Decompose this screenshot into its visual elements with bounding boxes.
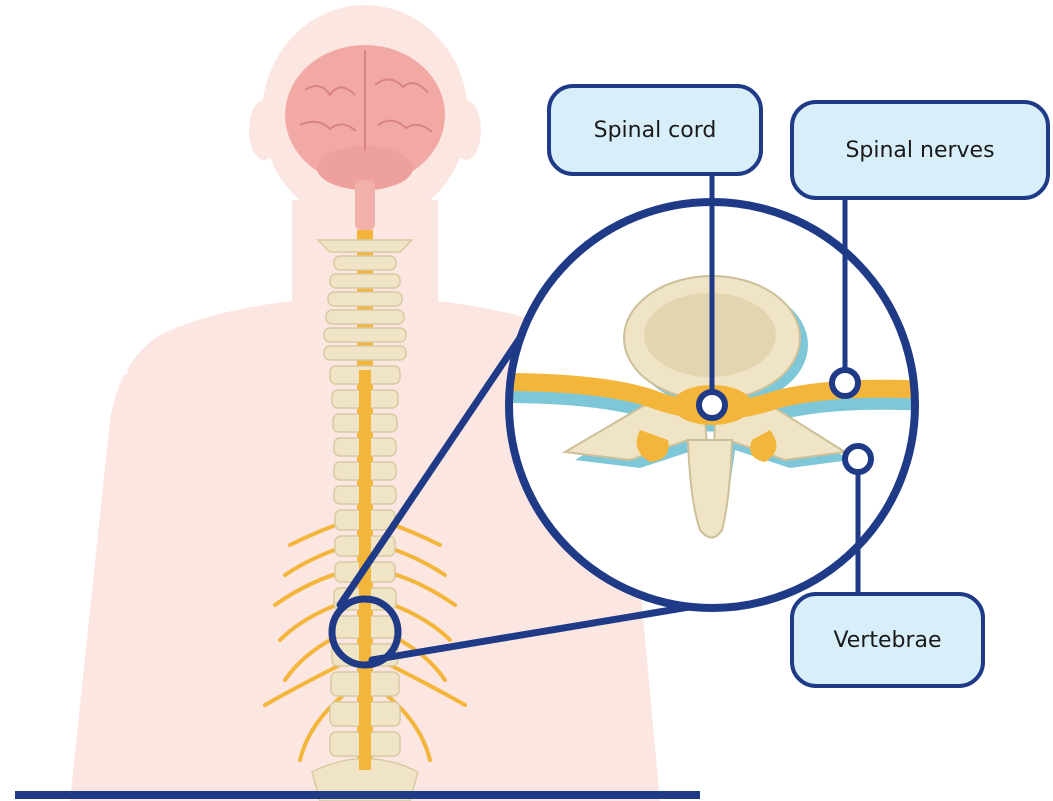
spinal-cord-label: Spinal cord [547, 84, 763, 176]
spinal-nerves-label: Spinal nerves [790, 100, 1050, 200]
vertebrae-marker [845, 446, 871, 472]
vertebrae-label-text: Vertebrae [833, 628, 941, 653]
spinal-cord-label-text: Spinal cord [594, 118, 717, 143]
spinal-nerves-marker [832, 370, 858, 396]
vertebrae-label: Vertebrae [790, 592, 985, 688]
spinal-nerves-label-text: Spinal nerves [845, 138, 994, 163]
spinal-cord-marker [699, 392, 725, 418]
